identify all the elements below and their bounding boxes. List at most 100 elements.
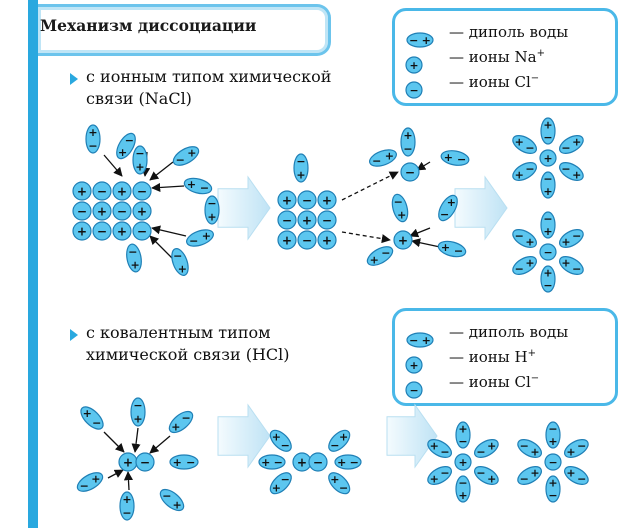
plus-sign: +	[525, 256, 534, 269]
water-dipole: +−	[130, 397, 146, 427]
plus-sign: +	[131, 259, 140, 272]
minus-sign: −	[561, 162, 570, 175]
water-dipole: +−	[328, 429, 351, 452]
plus-sign: +	[444, 151, 453, 164]
minus-sign: −	[162, 490, 171, 503]
plus-sign: +	[330, 473, 339, 486]
plus-sign: +	[422, 34, 431, 47]
water-dipole: −+	[80, 406, 104, 430]
anion: −	[297, 230, 317, 250]
minus-sign: −	[543, 279, 552, 292]
plus-sign: +	[91, 473, 100, 486]
plus-sign: +	[548, 435, 557, 448]
water-dipole: +−	[269, 429, 292, 452]
cation: +	[112, 221, 132, 241]
water-dipole: +−	[427, 439, 453, 459]
plus-sign: +	[422, 334, 431, 347]
cation: +	[277, 230, 297, 250]
process-arrow	[217, 403, 271, 469]
minus-sign: −	[440, 208, 449, 221]
attraction-arrow	[103, 431, 125, 453]
minus-sign: −	[561, 142, 570, 155]
section-ionic-line1: с ионным типом химической	[86, 67, 332, 86]
plus-sign: +	[515, 135, 524, 148]
anion: −	[308, 452, 328, 472]
process-arrow	[386, 403, 438, 469]
anion: −	[297, 190, 317, 210]
minus-sign: −	[440, 446, 449, 459]
plus-sign: +	[123, 455, 133, 469]
plus-sign: +	[302, 213, 312, 227]
minus-sign: −	[274, 456, 283, 469]
plus-sign: +	[282, 233, 292, 247]
water-dipole: +−	[186, 229, 214, 247]
minus-sign: −	[302, 233, 312, 247]
water-dipole: +−	[293, 153, 309, 183]
anion: −	[277, 210, 297, 230]
minus-sign: −	[313, 455, 323, 469]
minus-sign: −	[457, 153, 466, 166]
plus-sign: +	[561, 236, 570, 249]
water-dipole: +−	[540, 117, 556, 145]
plus-sign: +	[370, 253, 379, 266]
plus-sign: +	[543, 152, 552, 165]
section-covalent-caption: с ковалентным типом химической связи (HC…	[86, 322, 290, 366]
plus-sign: +	[178, 262, 187, 275]
minus-sign: −	[128, 245, 137, 258]
water-dipole: +−	[132, 145, 148, 175]
water-dipole: +−	[258, 454, 286, 470]
anion: −	[405, 81, 423, 99]
attraction-arrow	[123, 471, 133, 491]
minus-sign: −	[572, 263, 581, 276]
attraction-arrow	[149, 435, 171, 454]
water-dipole: +−	[406, 332, 434, 348]
plus-sign: +	[322, 193, 332, 207]
plus-sign: +	[543, 267, 552, 280]
minus-sign: −	[282, 213, 292, 227]
water-dipole: −+	[183, 177, 213, 195]
minus-sign: −	[133, 399, 142, 412]
water-dipole: −+	[119, 491, 135, 521]
plus-sign: +	[97, 204, 107, 218]
minus-sign: −	[125, 134, 134, 147]
minus-sign: −	[543, 213, 552, 226]
legend-ionic-anion-charge: −	[530, 73, 540, 84]
plus-sign: +	[398, 233, 408, 247]
water-dipole: −+	[440, 150, 470, 166]
minus-sign: −	[140, 455, 150, 469]
minus-sign: −	[135, 147, 144, 160]
plus-sign: +	[272, 482, 281, 495]
attraction-arrow	[103, 154, 123, 177]
water-dipole: −+	[366, 246, 394, 266]
plus-sign: +	[322, 233, 332, 247]
plus-sign: +	[561, 256, 570, 269]
water-dipole: +−	[126, 243, 142, 273]
minus-sign: −	[117, 204, 127, 218]
minus-sign: −	[440, 466, 449, 479]
minus-sign: −	[207, 197, 216, 210]
legend-ionic-cation-label: — ионы Na+	[449, 48, 545, 66]
plus-sign: +	[385, 150, 394, 163]
plus-sign: +	[430, 439, 439, 452]
arrow-layer	[103, 151, 508, 491]
section-covalent-line2: химической связи (HCl)	[86, 345, 290, 364]
section-ionic-line2: связи (NaCl)	[86, 89, 192, 108]
water-dipole: −+	[558, 229, 584, 249]
anion: −	[317, 210, 337, 230]
plus-sign: +	[339, 430, 348, 443]
legend-covalent-anion-label: — ионы Cl−	[449, 373, 539, 391]
plus-sign: +	[409, 359, 418, 372]
water-dipole: −+	[437, 240, 467, 258]
attraction-arrow	[107, 469, 124, 479]
cation: +	[297, 210, 317, 230]
minus-sign: −	[543, 246, 552, 259]
water-dipole: +−	[159, 488, 185, 511]
minus-sign: −	[543, 173, 552, 186]
minus-sign: −	[186, 456, 195, 469]
minus-sign: −	[476, 466, 485, 479]
anion: −	[539, 243, 557, 261]
water-dipole: −+	[400, 127, 416, 157]
cation: +	[72, 181, 92, 201]
legend-ionic-anion-label: — ионы Cl−	[449, 73, 539, 91]
minus-sign: −	[458, 435, 467, 448]
